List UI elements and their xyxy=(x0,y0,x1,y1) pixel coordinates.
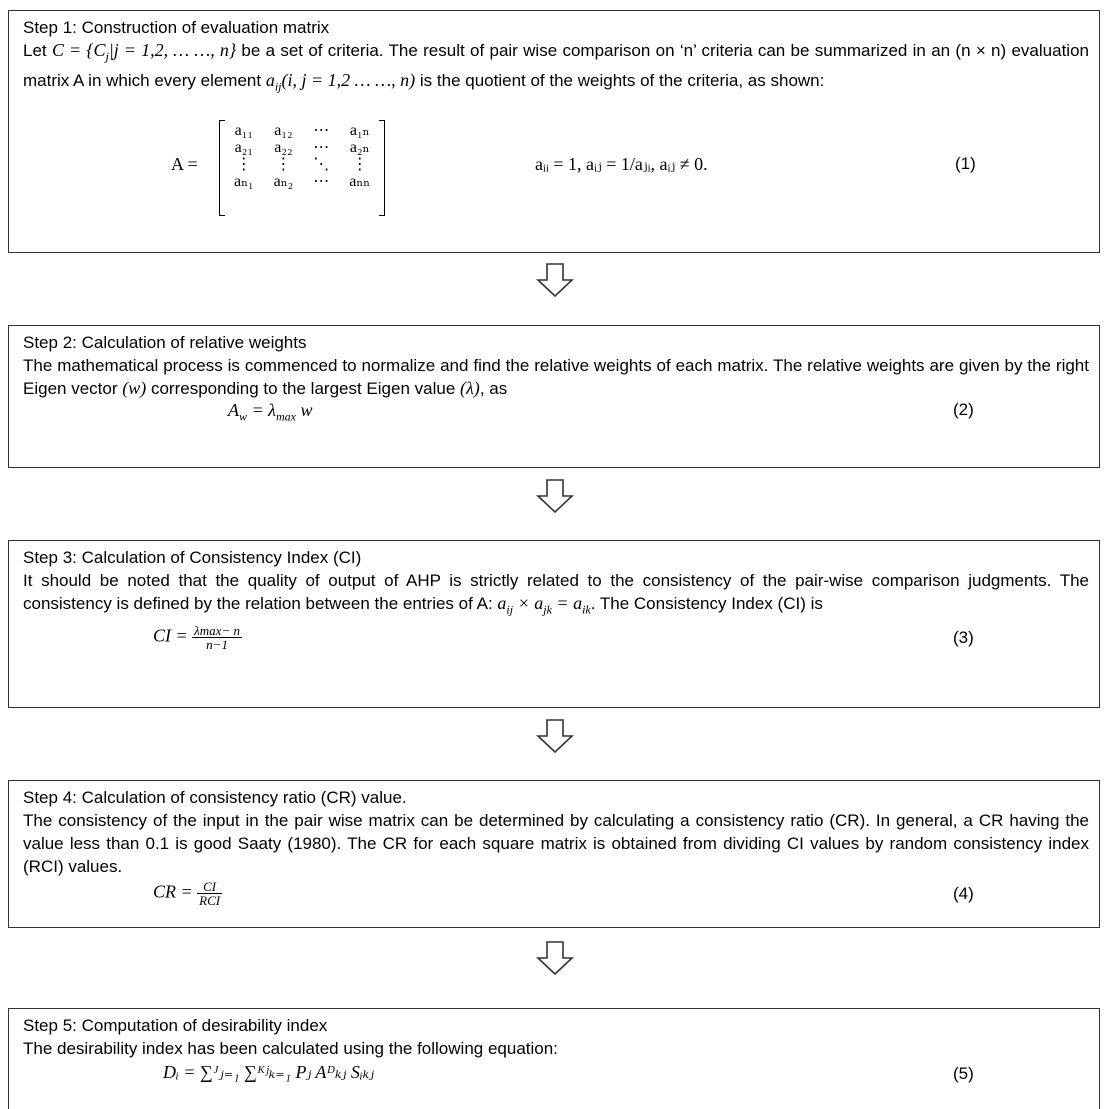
matrix-row: a₂₁ a₂₂ ⋯ a₂ₙ xyxy=(224,139,380,156)
step5-box: Step 5: Computation of desirability inde… xyxy=(8,1008,1100,1109)
step2-paragraph: The mathematical process is commenced to… xyxy=(23,356,1089,398)
step2-title: Step 2: Calculation of relative weights xyxy=(23,333,307,352)
down-arrow-icon xyxy=(535,719,575,754)
step3-box: Step 3: Calculation of Consistency Index… xyxy=(8,540,1100,708)
step4-paragraph: The consistency of the input in the pair… xyxy=(23,811,1089,876)
step2-box: Step 2: Calculation of relative weights … xyxy=(8,325,1100,468)
matrix-row: aₙ₁ aₙ₂ ⋯ aₙₙ xyxy=(224,173,380,190)
matrix-row: a₁₁ a₁₂ ⋯ a₁ₙ xyxy=(224,122,380,139)
down-arrow-icon xyxy=(535,941,575,976)
matrix-label: A = xyxy=(171,154,198,175)
matrix-cell: ⋮ xyxy=(235,156,252,174)
step5-paragraph: The desirability index has been calculat… xyxy=(23,1039,558,1058)
down-arrow-icon xyxy=(535,479,575,514)
matrix-cell: a₁₂ xyxy=(274,122,293,140)
equation-number-2: (2) xyxy=(953,400,974,419)
matrix-cell: ⋯ xyxy=(313,122,330,140)
step3-paragraph: It should be noted that the quality of o… xyxy=(23,571,1089,617)
matrix-cell: ⋯ xyxy=(313,139,330,157)
matrix-cell: aₙₙ xyxy=(349,173,371,191)
equation-number-5: (5) xyxy=(953,1064,974,1083)
step1-box: Step 1: Construction of evaluation matri… xyxy=(8,10,1100,253)
equation-2: Aw = λmax w (2) xyxy=(228,400,974,424)
matrix-cell: aₙ₁ xyxy=(234,173,254,191)
equation-number-1: (1) xyxy=(955,154,976,174)
equation-number-4: (4) xyxy=(953,884,974,903)
step5-title: Step 5: Computation of desirability inde… xyxy=(23,1016,328,1035)
equation-number-3: (3) xyxy=(953,627,974,647)
matrix-cell: ⋯ xyxy=(313,173,330,191)
matrix-cell: a₂₁ xyxy=(234,139,253,157)
matrix-condition: aᵢᵢ = 1, aᵢⱼ = 1/aⱼᵢ, aᵢⱼ ≠ 0. xyxy=(535,154,708,175)
matrix-cell: a₂₂ xyxy=(274,139,293,157)
matrix-cell: a₁ₙ xyxy=(349,122,370,140)
matrix-cell: a₁₁ xyxy=(234,122,253,140)
desirability-equation: Dᵢ = ∑ᴶⱼ₌₁ ∑ᴷʲₖ₌₁ Pⱼ Aᴰₖⱼ Sᵢₖⱼ xyxy=(163,1062,374,1082)
matrix-cell: aₙ₂ xyxy=(273,173,294,191)
matrix-cell: ⋱ xyxy=(313,156,330,174)
step1-paragraph: Let C = {Cj|j = 1,2, … …, n} be a set of… xyxy=(23,40,1089,94)
step3-title: Step 3: Calculation of Consistency Index… xyxy=(23,548,362,567)
matrix-row: ⋮ ⋮ ⋱ ⋮ xyxy=(224,156,380,173)
matrix-cell: a₂ₙ xyxy=(349,139,370,157)
step4-box: Step 4: Calculation of consistency ratio… xyxy=(8,780,1100,928)
matrix-cell: ⋮ xyxy=(351,156,368,174)
equation-5: Dᵢ = ∑ᴶⱼ₌₁ ∑ᴷʲₖ₌₁ Pⱼ Aᴰₖⱼ Sᵢₖⱼ (5) xyxy=(23,1060,1089,1088)
step1-title: Step 1: Construction of evaluation matri… xyxy=(23,18,330,37)
down-arrow-icon xyxy=(535,263,575,298)
step4-title: Step 4: Calculation of consistency ratio… xyxy=(23,788,407,807)
matrix-cell: ⋮ xyxy=(275,156,292,174)
